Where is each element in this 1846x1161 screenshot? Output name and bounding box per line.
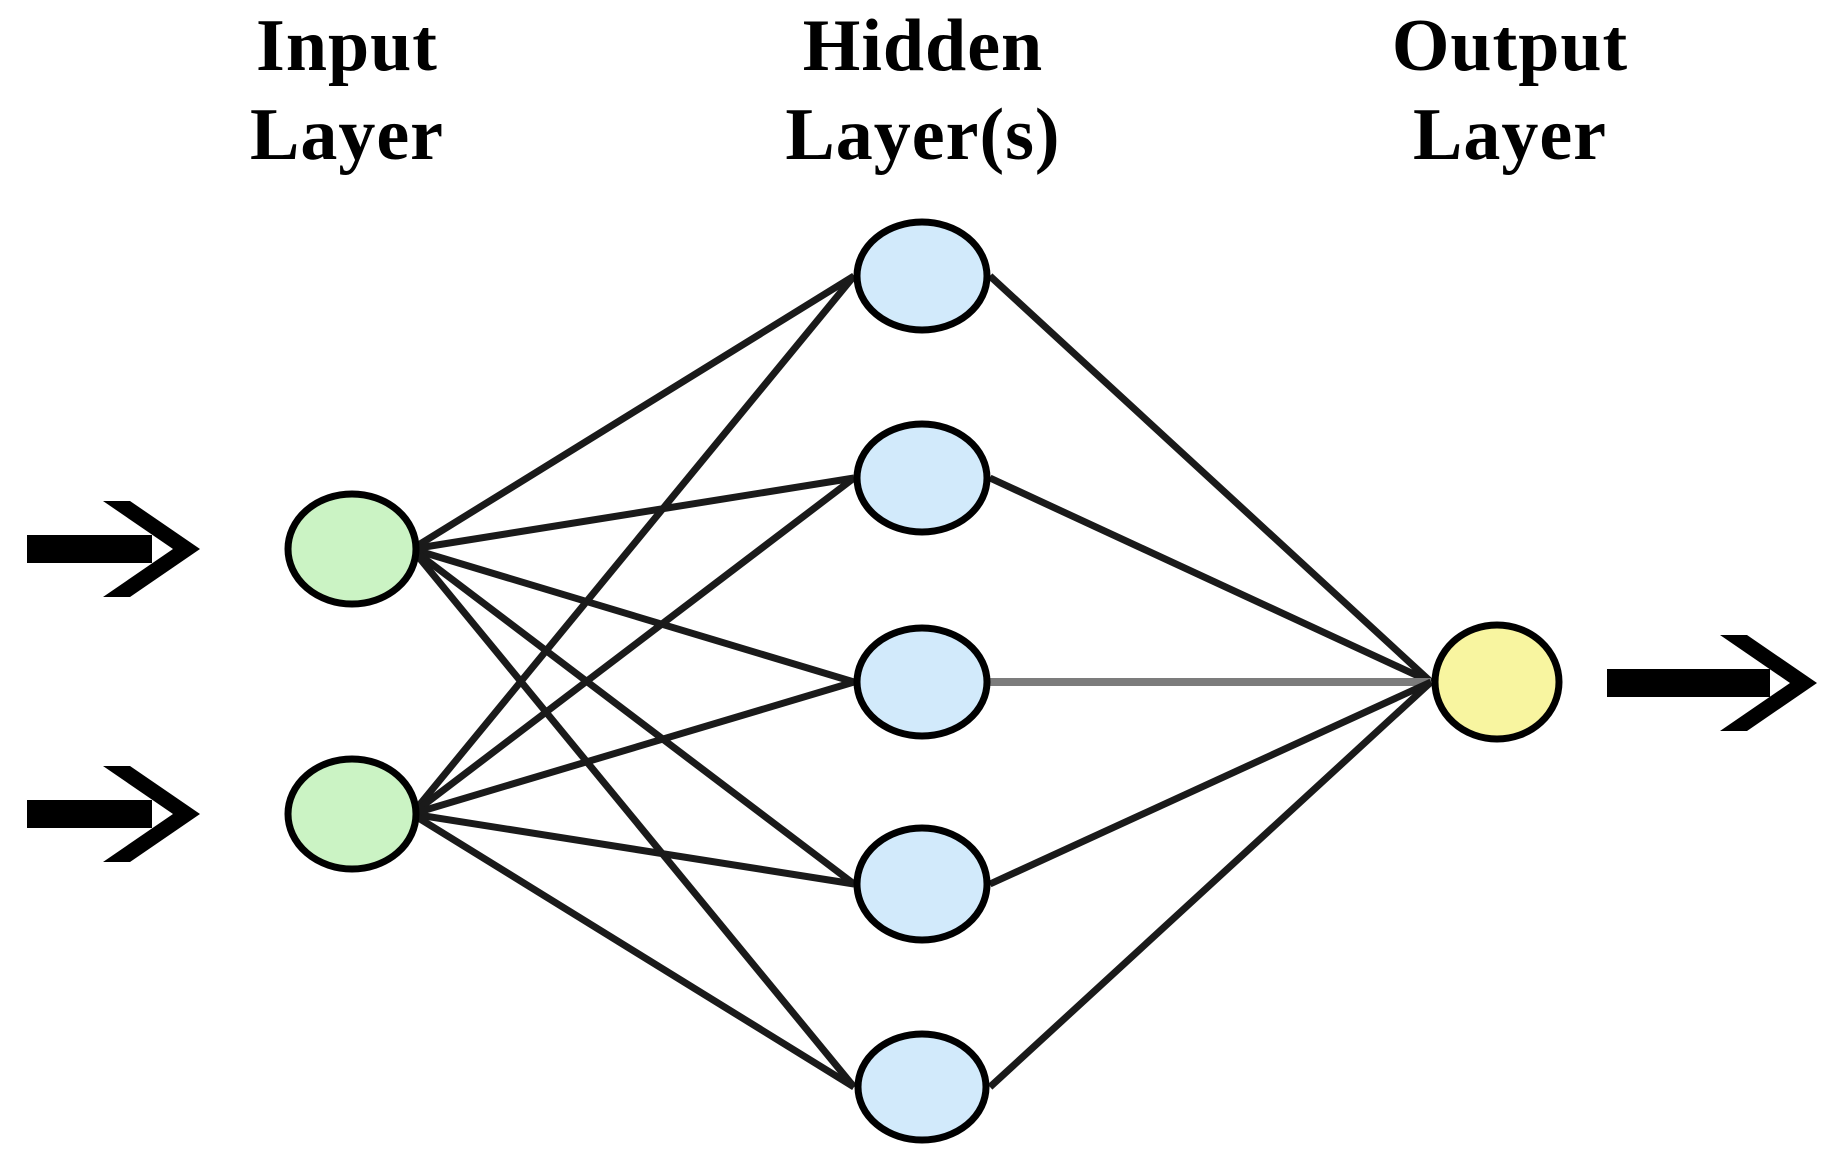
edge-hidden2-output: [988, 474, 1433, 686]
input-arrow-1-shaft: [27, 535, 152, 563]
edge-input2-hidden5: [410, 811, 856, 1090]
output-arrow-shaft: [1607, 669, 1770, 697]
edge-input1-hidden2: [411, 474, 855, 553]
hidden-node-3: [853, 624, 991, 740]
edge-hidden1-output: [987, 273, 1434, 685]
output-layer-label-line1: Output: [1391, 5, 1629, 87]
input-node-1: [284, 490, 420, 608]
hidden-node-2: [853, 420, 991, 536]
hidden-layer-label: Hidden Layer(s): [673, 2, 1173, 180]
edge-hidden4-output: [988, 678, 1433, 888]
input-arrow-2-shaft: [27, 800, 152, 828]
edge-input2-hidden3: [410, 678, 856, 818]
hidden-layer-label-line2: Layer(s): [785, 94, 1061, 176]
output-arrow-head: [1720, 635, 1817, 731]
edge-input1-hidden1: [410, 273, 856, 552]
edge-input2-hidden4: [411, 810, 855, 888]
hidden-layer-label-line1: Hidden: [802, 5, 1044, 87]
edge-input2-hidden2: [409, 475, 857, 817]
edge-input1-hidden5: [409, 546, 857, 1090]
edge-input2-hidden1: [409, 273, 857, 817]
input-arrow-2-head: [103, 766, 200, 862]
output-node: [1431, 621, 1563, 743]
hidden-node-4: [853, 824, 991, 944]
input-layer-label-line1: Input: [256, 5, 438, 87]
input-layer-label-line2: Layer: [249, 94, 445, 176]
edge-input1-hidden3: [410, 545, 856, 686]
output-layer-label: Output Layer: [1260, 2, 1760, 180]
hidden-node-5: [854, 1030, 990, 1144]
input-arrow-1-head: [103, 501, 200, 597]
input-layer-label: Input Layer: [97, 2, 597, 180]
edge-input1-hidden4: [409, 546, 857, 887]
output-layer-label-line2: Layer: [1412, 94, 1608, 176]
hidden-node-1: [853, 218, 991, 334]
input-node-2: [284, 755, 420, 873]
edge-hidden5-output: [987, 679, 1434, 1090]
